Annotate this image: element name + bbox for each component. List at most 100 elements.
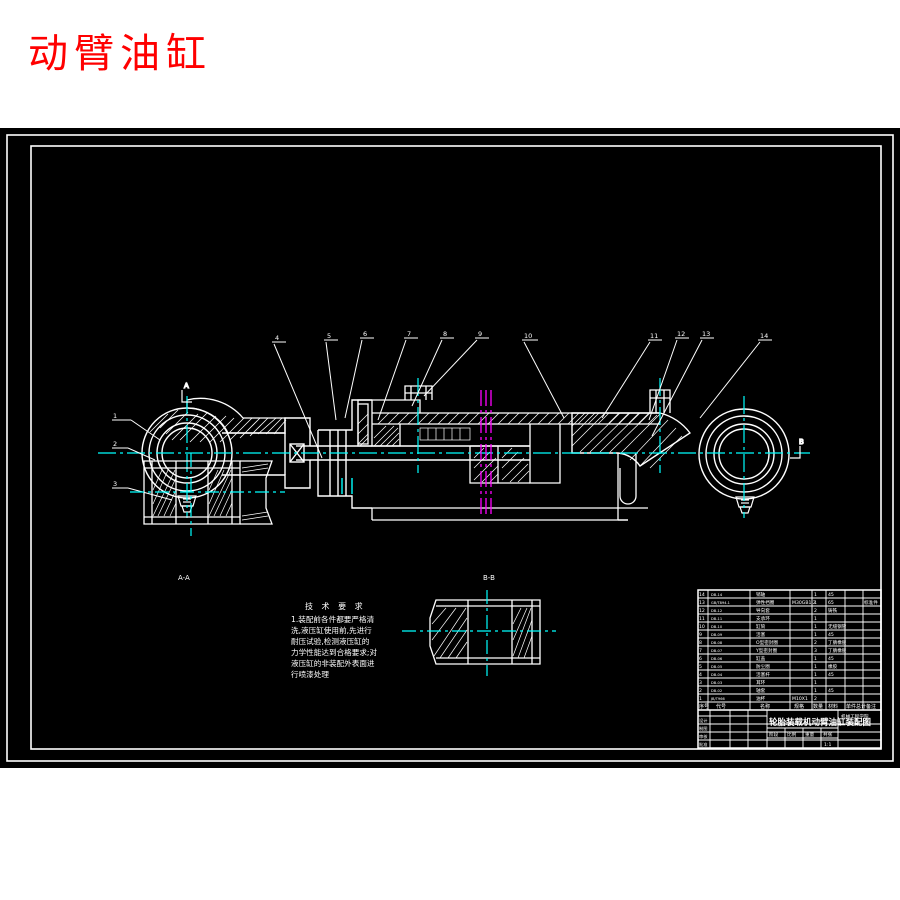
bom-cell-qty: 1	[814, 624, 817, 630]
bom-cell-qty: 1	[814, 664, 817, 670]
title-panel[interactable]	[698, 710, 881, 748]
bom-cell-name: 导向套	[756, 607, 770, 614]
bom-cell-qty: 1	[814, 592, 817, 598]
main-section-view[interactable]: A B	[98, 330, 810, 521]
bom-cell-name: 油杯	[756, 695, 766, 702]
centerline-section-ticks	[341, 478, 353, 494]
bom-cell-name: O型密封圈	[756, 639, 778, 646]
sheet-border-inner	[30, 145, 882, 750]
tech-req-line-3: 耐压试验,检测液压缸的	[291, 636, 370, 646]
piston-assembly-right	[419, 424, 561, 484]
page-title: 动臂油缸	[28, 31, 212, 77]
title-block-sheet-value: 1:1	[824, 742, 831, 748]
bom-cell-code: DB-02	[711, 689, 722, 693]
section-view-aa-label: A-A	[178, 574, 190, 582]
title-block-sig-2: 制图	[699, 725, 707, 732]
bom-cell-qty: 1	[814, 680, 817, 686]
balloon-4: 4	[275, 334, 279, 342]
bom-col-name: 名称	[760, 703, 770, 710]
bom-cell-code: DB-04	[711, 673, 723, 677]
bom-cell-qty: 1	[814, 600, 817, 606]
section-view-bb[interactable]: B-B	[402, 574, 556, 676]
balloon-10: 10	[524, 332, 532, 340]
bom-table[interactable]	[698, 590, 881, 711]
bom-cell-no: 4	[699, 672, 702, 678]
bom-cell-code: DB-07	[711, 649, 722, 653]
balloon-5: 5	[327, 332, 331, 340]
bom-col-weight: 单件总计	[846, 703, 866, 710]
bom-cell-name: 活塞杆	[756, 671, 770, 678]
bom-cell-code: DB-05	[711, 665, 722, 669]
bom-cell-name: 防尘圈	[756, 663, 770, 670]
bom-cell-name: 缸盖	[756, 655, 766, 662]
bom-cell-qty: 2	[814, 696, 817, 702]
title-block-stage-label: 阶段	[769, 731, 779, 738]
bom-cell-no: 12	[699, 608, 705, 614]
balloon-14: 14	[760, 332, 768, 340]
bom-cell-code: DB-06	[711, 657, 723, 661]
balloon-6: 6	[363, 330, 367, 338]
bom-cell-no: 10	[699, 624, 705, 630]
cad-drawing-canvas[interactable]: A B	[0, 128, 900, 768]
bom-cell-code: DB-03	[711, 681, 722, 685]
title-block-drawing-name: 轮胎装载机动臂油缸装配图	[769, 717, 871, 728]
bom-cell-material: 橡胶	[828, 663, 838, 670]
section-view-aa[interactable]: A-A	[130, 453, 285, 582]
bom-cell-name: 销轴	[756, 591, 766, 598]
bom-cell-material: 65	[828, 600, 834, 606]
bom-cell-material: 45	[828, 656, 834, 662]
right-end-cap	[571, 412, 692, 469]
balloon-numbers: 1 2 3 4 5 6 7 8 9 10 11 12 13 14	[113, 330, 768, 488]
bom-cell-code: DB-12	[711, 609, 722, 613]
break-lines	[480, 390, 492, 516]
technical-requirements-block: 技 术 要 求 1.装配前各件都要严格清 洗,液压缸使用前,先进行 耐压试验,检…	[291, 601, 377, 679]
section-bb-centerlines	[402, 590, 556, 676]
section-marker-B: B	[790, 437, 805, 459]
bom-cell-spec: M10X1	[792, 696, 808, 702]
bom-cell-qty: 1	[814, 672, 817, 678]
balloon-1: 1	[113, 412, 117, 420]
bom-cell-code: DB-14	[711, 593, 723, 597]
balloon-12: 12	[677, 330, 685, 338]
gland-seal-left	[357, 399, 421, 447]
title-block-sig-4: 批准	[699, 741, 707, 748]
bom-cell-code: GB/T894.1	[711, 601, 730, 605]
bom-cell-name: 缸筒	[756, 623, 766, 630]
bom-cell-material: 丁腈橡胶	[828, 639, 847, 646]
left-shank	[222, 417, 311, 489]
cad-drawing-svg: A B	[6, 134, 894, 762]
bom-header-row: 序号 代号 名称 规格 数量 材料 单件总计 备注	[699, 703, 876, 710]
bom-cell-no: 6	[699, 656, 702, 662]
bom-cell-material: 45	[828, 632, 834, 638]
bom-cell-name: 耳环	[756, 680, 766, 686]
bom-cell-no: 2	[699, 688, 702, 694]
bom-cell-material: 45	[828, 592, 834, 598]
title-block-weight-label: 重量	[805, 731, 815, 738]
bom-cell-no: 11	[699, 616, 705, 622]
bom-cell-name: 弹性挡圈	[756, 599, 775, 606]
tech-req-line-1: 1.装配前各件都要严格清	[291, 614, 375, 624]
balloon-2: 2	[113, 440, 117, 448]
bom-cell-no: 7	[699, 648, 702, 654]
bom-cell-qty: 2	[814, 640, 817, 646]
bom-cell-qty: 2	[814, 608, 817, 614]
bom-cell-no: 8	[699, 640, 702, 646]
sheet-border-outer	[6, 134, 894, 762]
bom-cell-no: 1	[699, 696, 702, 702]
balloon-leaders	[112, 337, 772, 501]
balloon-3: 3	[113, 480, 117, 488]
bom-cell-code: DB-09	[711, 633, 723, 637]
title-block-org: 机械工程学院	[841, 713, 869, 720]
title-block-sheet-label: 共张	[823, 731, 833, 738]
